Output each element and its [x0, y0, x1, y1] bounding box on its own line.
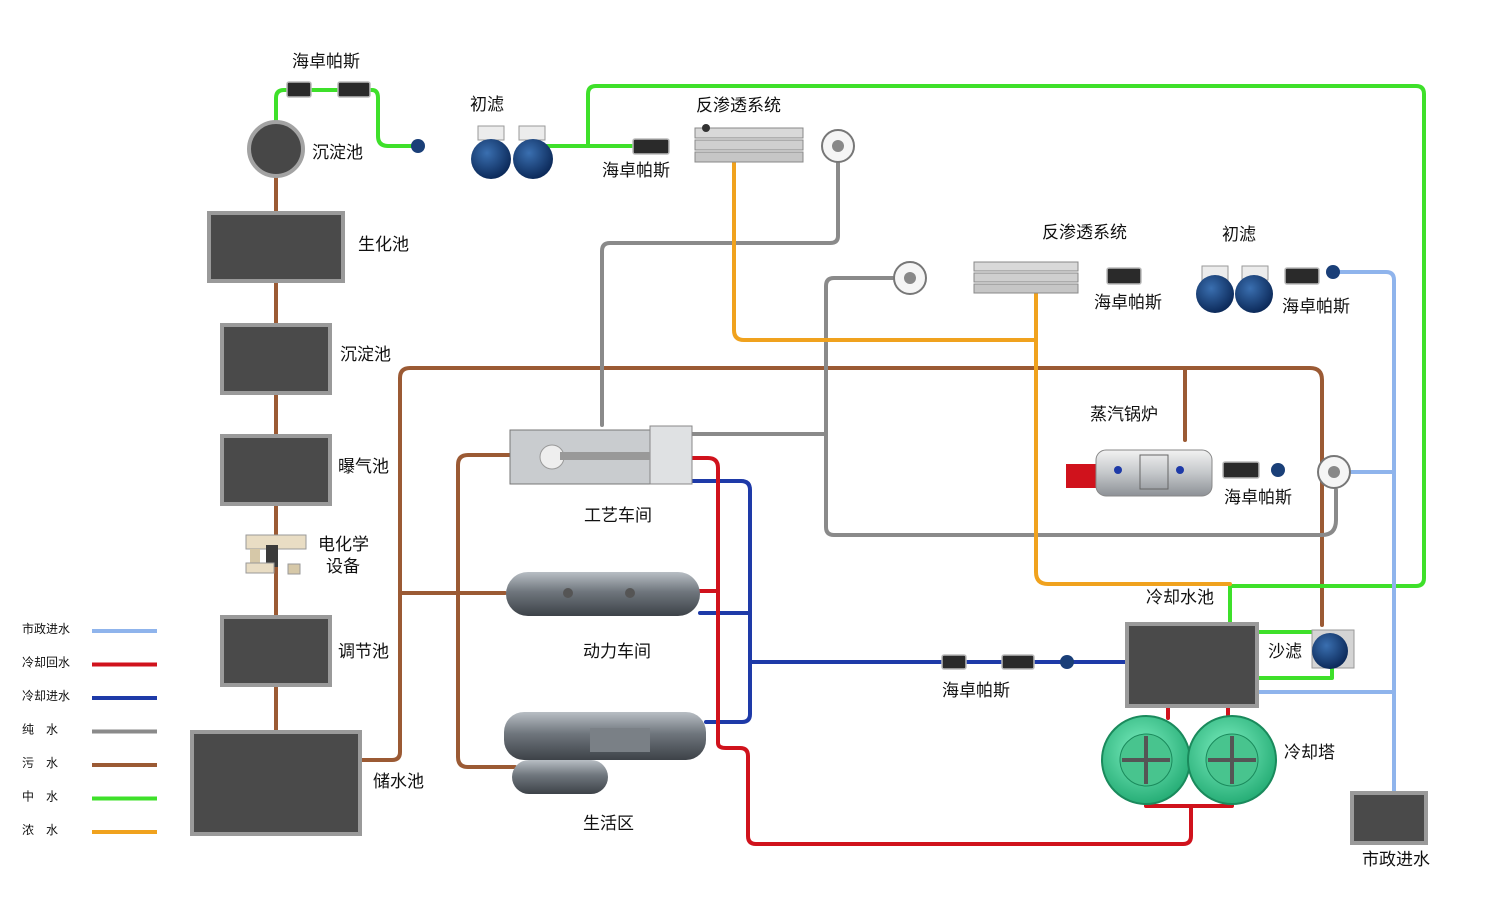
aeration-tank [220, 434, 332, 506]
municipal-tank [1350, 791, 1428, 845]
label-ro-top: 反渗透系统 [696, 96, 781, 116]
label-hydropath-boiler: 海卓帕斯 [1224, 488, 1292, 508]
label-hydropath-right: 海卓帕斯 [1282, 297, 1350, 317]
label-biochem: 生化池 [358, 235, 409, 255]
steam-boiler [1066, 449, 1213, 497]
labels: 海卓帕斯 沉淀池 初滤 反渗透系统 海卓帕斯 生化池 沉淀池 曝气池 电化学 设… [292, 52, 1430, 870]
middle-water-pipe-top [274, 88, 422, 148]
cooling-pool [1125, 622, 1259, 708]
municipal-pipe [1338, 270, 1396, 794]
legend-label: 纯 水 [22, 723, 58, 737]
process-workshop [509, 425, 693, 485]
hydropath-device [337, 81, 371, 98]
ro-system-top [694, 124, 804, 163]
legend-label: 浓 水 [22, 823, 58, 837]
label-hydropath-ro-top: 海卓帕斯 [602, 161, 670, 181]
sand-filter [1311, 629, 1355, 669]
label-hydropath-top: 海卓帕斯 [292, 52, 360, 72]
flow-meters [821, 129, 1351, 489]
label-prefilter-right: 初滤 [1222, 225, 1256, 245]
label-power-room: 动力车间 [583, 642, 651, 662]
label-ro-right: 反渗透系统 [1042, 223, 1127, 243]
ro-system-right [973, 261, 1079, 294]
sewage-pipe-branches [398, 453, 517, 769]
left-column [190, 120, 362, 836]
label-workshop: 工艺车间 [584, 506, 652, 526]
power-room-tank [506, 572, 700, 616]
label-living-area: 生活区 [583, 814, 634, 834]
label-aeration: 曝气池 [338, 457, 389, 477]
label-electrochem-2: 设备 [326, 557, 360, 577]
electrochem-equipment [245, 534, 307, 575]
concentrate-pipe-top [732, 160, 1038, 342]
hydropath-device [1001, 654, 1035, 670]
label-prefilter-top: 初滤 [470, 95, 504, 115]
prefilters [471, 125, 1273, 313]
legend-label: 冷却进水 [22, 689, 70, 703]
settling-tank [220, 323, 332, 395]
biochem-tank [207, 211, 345, 283]
cooling-in-pipe-main [690, 479, 1127, 664]
regulating-tank [220, 615, 332, 687]
legend-label: 冷却回水 [22, 656, 70, 670]
label-hydropath-cooling: 海卓帕斯 [942, 681, 1010, 701]
ro-systems [694, 124, 1079, 294]
pump-icon [1326, 265, 1340, 279]
label-electrochem-1: 电化学 [318, 535, 369, 555]
hydropath-device [1222, 461, 1260, 479]
concentrate-pipe-right [1034, 288, 1232, 586]
legend-label: 市政进水 [22, 621, 70, 636]
label-cooling-pool: 冷却水池 [1146, 588, 1214, 608]
hydropath-units [286, 81, 1320, 670]
label-settling-small: 沉淀池 [312, 143, 363, 163]
pump-icon [1271, 463, 1285, 477]
label-sand-filter: 沙滤 [1268, 642, 1302, 662]
label-hydropath-ro-right: 海卓帕斯 [1094, 293, 1162, 313]
hydropath-device [1106, 267, 1142, 285]
label-boiler: 蒸汽锅炉 [1090, 405, 1158, 425]
pump-icon [1060, 655, 1074, 669]
hydropath-device [286, 81, 312, 98]
label-storage: 储水池 [373, 772, 424, 792]
pipes [274, 84, 1426, 846]
living-area-tanks [504, 712, 706, 794]
pumps [411, 139, 1340, 669]
cooling-return-pipe-branches [698, 589, 1234, 808]
sewage-pipe-storage-loop [358, 366, 1324, 762]
legend-label: 中 水 [22, 789, 58, 804]
label-cooling-tower: 冷却塔 [1284, 743, 1335, 763]
label-settling: 沉淀池 [340, 345, 391, 365]
settling-tank-round [247, 120, 305, 178]
label-regulating: 调节池 [338, 642, 389, 662]
hydropath-device [941, 654, 967, 670]
cooling-in-pipe-branches [698, 611, 752, 724]
hydropath-device [1284, 267, 1320, 285]
pure-water-pipe-top-ro [600, 158, 840, 427]
label-municipal-tank: 市政进水 [1362, 850, 1430, 870]
storage-tank [190, 730, 362, 836]
prefilter-top [471, 125, 553, 179]
hydropath-device [632, 138, 670, 155]
pure-water-pipe-right-ro [824, 276, 1338, 537]
prefilter-right [1196, 265, 1273, 313]
middle-water-pipe-loop [586, 84, 1426, 627]
cooling-towers [1101, 715, 1277, 805]
pump-icon [411, 139, 425, 153]
cooling-return-pipe-main [690, 456, 1193, 846]
legend-label: 污 水 [22, 756, 58, 770]
